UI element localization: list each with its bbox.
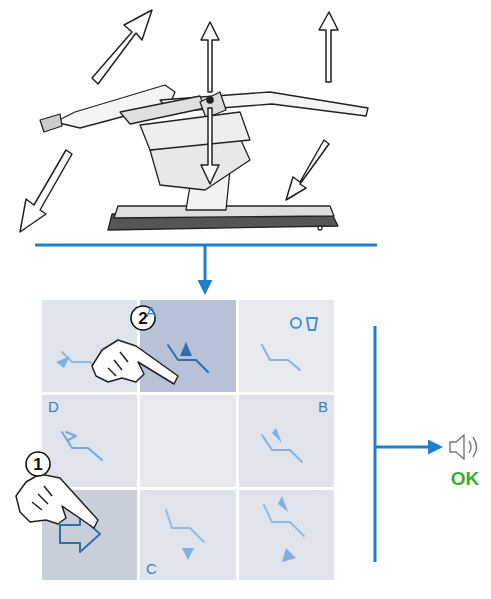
- control-button: B: [239, 395, 334, 487]
- callout-circle: [26, 306, 155, 476]
- position-letter: C: [146, 561, 157, 576]
- speaker-icon: [450, 435, 477, 459]
- status-text: OK: [451, 469, 480, 488]
- bracket-line: [374, 326, 377, 562]
- flow-arrow: [375, 446, 440, 449]
- button-grid: [42, 300, 334, 580]
- control-button: D: [42, 395, 137, 487]
- position-letter: D: [48, 399, 59, 414]
- callout-number: 2: [132, 310, 154, 327]
- flow-arrow: [204, 245, 207, 292]
- callout-number: 1: [27, 456, 49, 473]
- motion-arrow: [20, 10, 338, 232]
- position-letter: B: [318, 399, 328, 414]
- pointing-hand: [16, 340, 178, 528]
- control-button: A: [140, 300, 236, 392]
- dental-chair: [40, 85, 368, 230]
- control-button: C: [140, 490, 236, 580]
